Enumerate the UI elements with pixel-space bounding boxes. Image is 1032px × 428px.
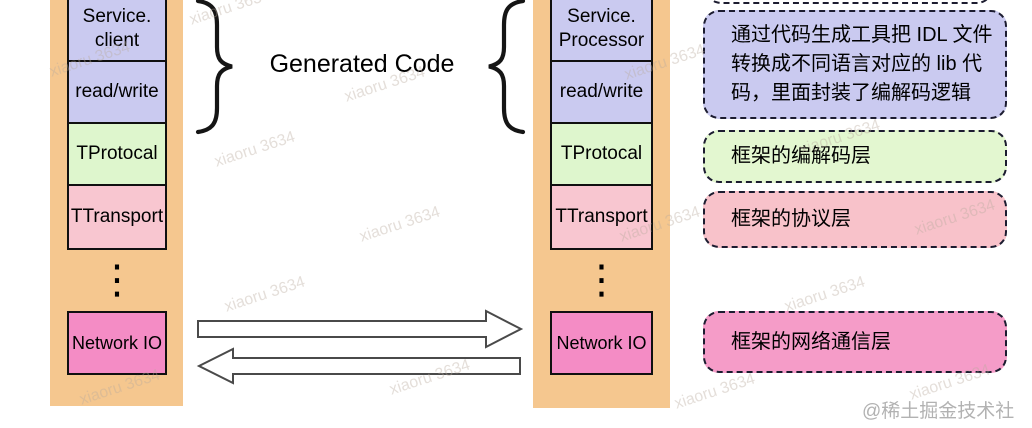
client-ellipsis-dots: ⋮ (97, 257, 137, 303)
layer-server-ttransport: TTransport (550, 184, 653, 250)
annotation-protocol-layer: 框架的协议层 (703, 191, 1007, 248)
annotation-generated-code: 通过代码生成工具把 IDL 文件 转换成不同语言对应的 lib 代 码，里面封装… (703, 10, 1007, 119)
layer-client-network-io: Network IO (67, 311, 167, 375)
layer-server-tprotocal: TProtocal (550, 122, 653, 186)
watermark-text: xiaoru 3634 (672, 370, 758, 413)
layer-client-tprotocal: TProtocal (67, 122, 167, 186)
annotation-codec-layer: 框架的编解码层 (703, 130, 1007, 183)
watermark-text: xiaoru 3634 (212, 128, 298, 171)
layer-service-processor: Service. Processor (550, 0, 653, 62)
right-curly-brace (488, 0, 526, 135)
layer-client-read-write: read/write (67, 60, 167, 124)
layer-server-read-write: read/write (550, 60, 653, 124)
response-arrow-left (196, 347, 521, 385)
watermark-text: xiaoru 3634 (387, 356, 473, 399)
server-ellipsis-dots: ⋮ (581, 257, 622, 303)
generated-code-label: Generated Code (269, 50, 455, 78)
annotation-network-layer: 框架的网络通信层 (703, 311, 1007, 373)
request-arrow-right (197, 309, 524, 349)
community-credit-watermark: @稀土掘金技术社区 (862, 401, 1015, 422)
watermark-text: xiaoru 3634 (357, 203, 443, 246)
layer-client-ttransport: TTransport (67, 184, 167, 250)
left-curly-brace (195, 0, 233, 135)
watermark-text: xiaoru 3634 (222, 273, 308, 316)
watermark-text: xiaoru 3634 (187, 0, 273, 29)
layer-server-network-io: Network IO (550, 311, 653, 375)
annotation-partial-top (705, 0, 993, 4)
layer-service-client: Service. client (67, 0, 167, 62)
